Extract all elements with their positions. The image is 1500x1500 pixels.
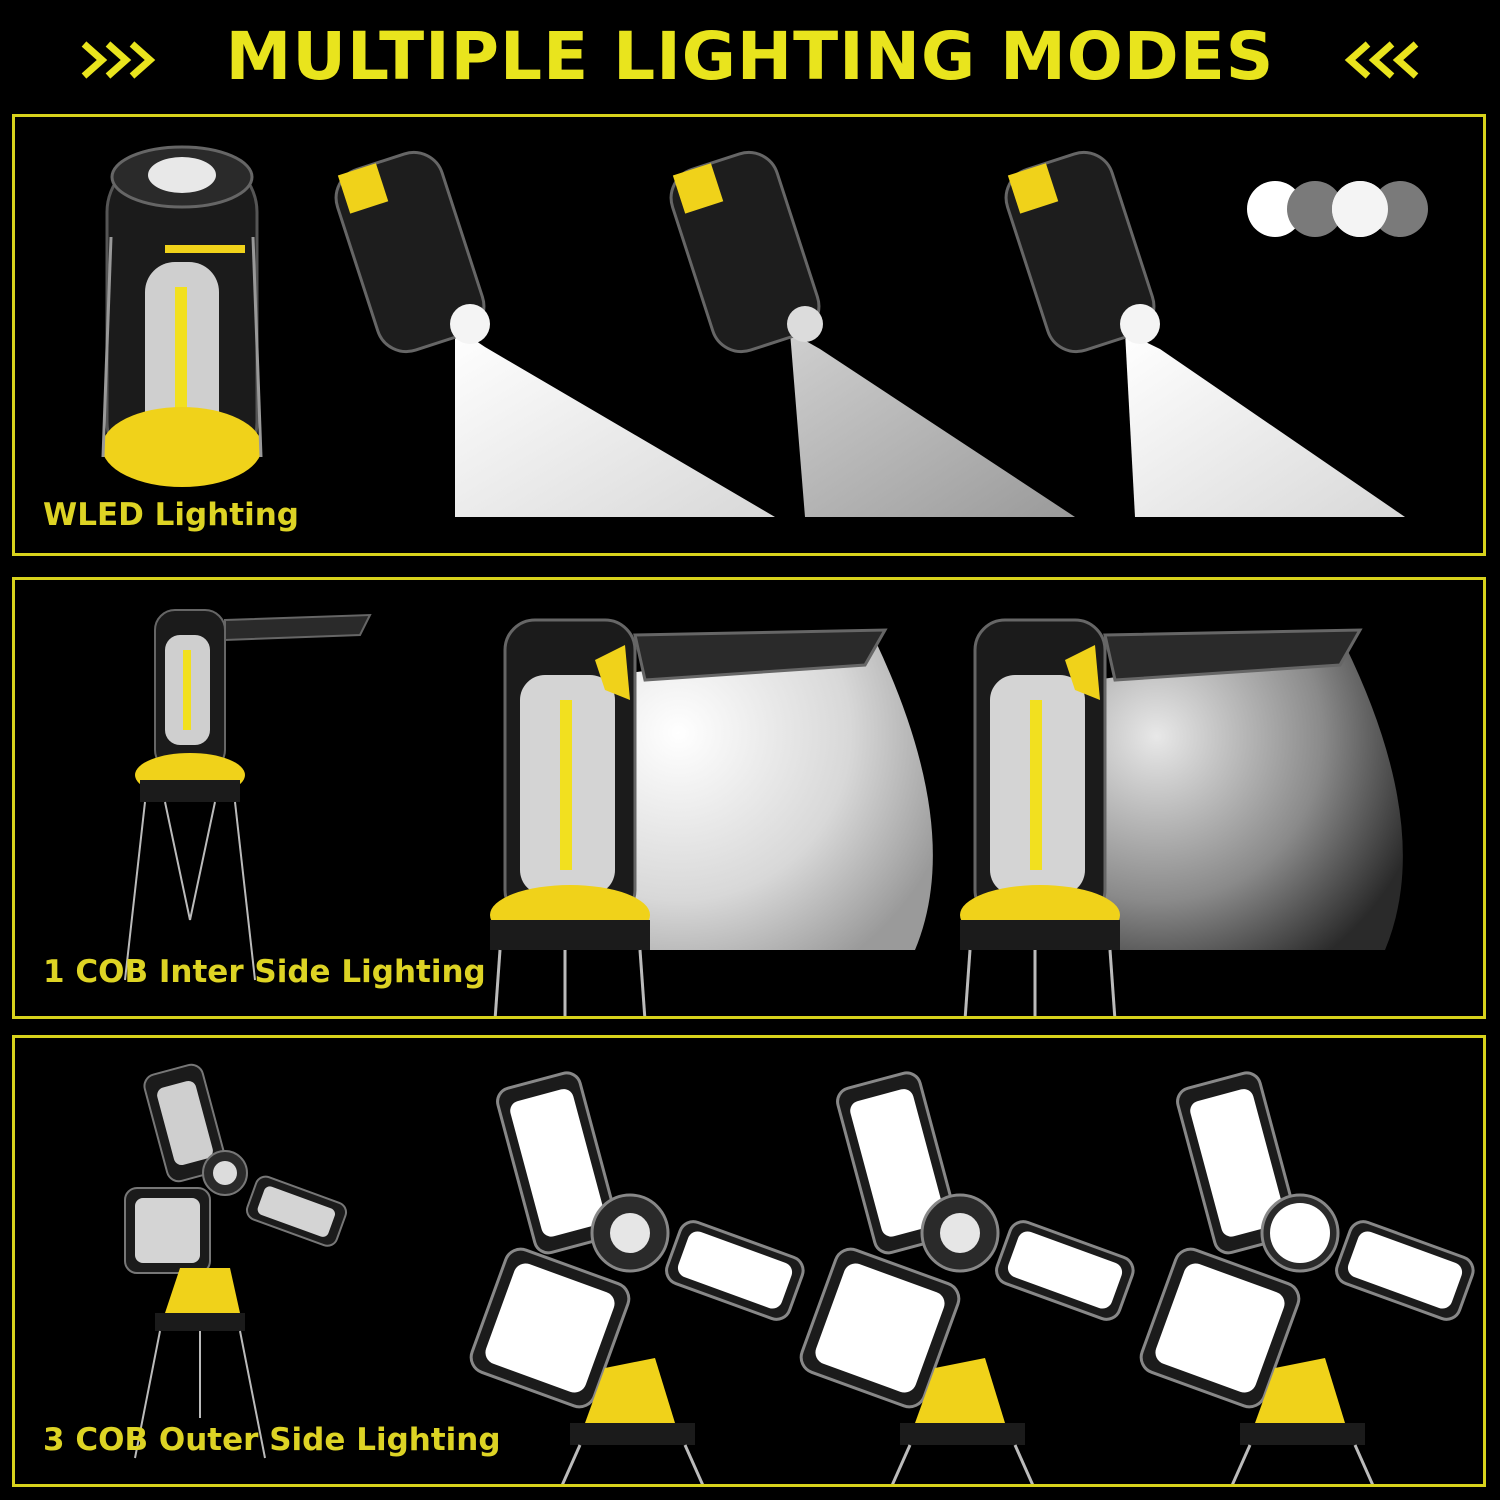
lantern-tripod-icon [124, 609, 372, 981]
mode-dots-icon [1247, 181, 1428, 237]
lantern-three-panel-lit-icon [1139, 1071, 1475, 1484]
wled-lighting-panel: WLED Lighting [12, 114, 1486, 556]
panel-caption: WLED Lighting [43, 497, 299, 533]
flashlight-beam-icon [334, 150, 775, 517]
cob-inter-side-panel: 1 COB Inter Side Lighting [12, 577, 1486, 1019]
header: MULTIPLE LIGHTING MODES [0, 0, 1500, 110]
lantern-icon [101, 145, 263, 487]
lantern-three-panel-lit-icon [469, 1071, 805, 1484]
page-title: MULTIPLE LIGHTING MODES [225, 18, 1275, 95]
cob-outer-side-panel: 3 COB Outer Side Lighting [12, 1035, 1486, 1487]
flashlight-beam-icon [669, 150, 1075, 517]
panel-caption: 1 COB Inter Side Lighting [43, 954, 486, 990]
lantern-three-panel-lit-icon [799, 1071, 1135, 1484]
double-chevron-left-icon [1344, 41, 1419, 79]
double-chevron-right-icon [81, 41, 156, 79]
flashlight-beam-icon [1004, 150, 1405, 517]
lantern-side-light-icon [490, 618, 933, 1016]
lantern-side-light-icon [960, 618, 1403, 1016]
lantern-three-panel-icon [124, 1063, 348, 1459]
panel-caption: 3 COB Outer Side Lighting [43, 1422, 501, 1458]
